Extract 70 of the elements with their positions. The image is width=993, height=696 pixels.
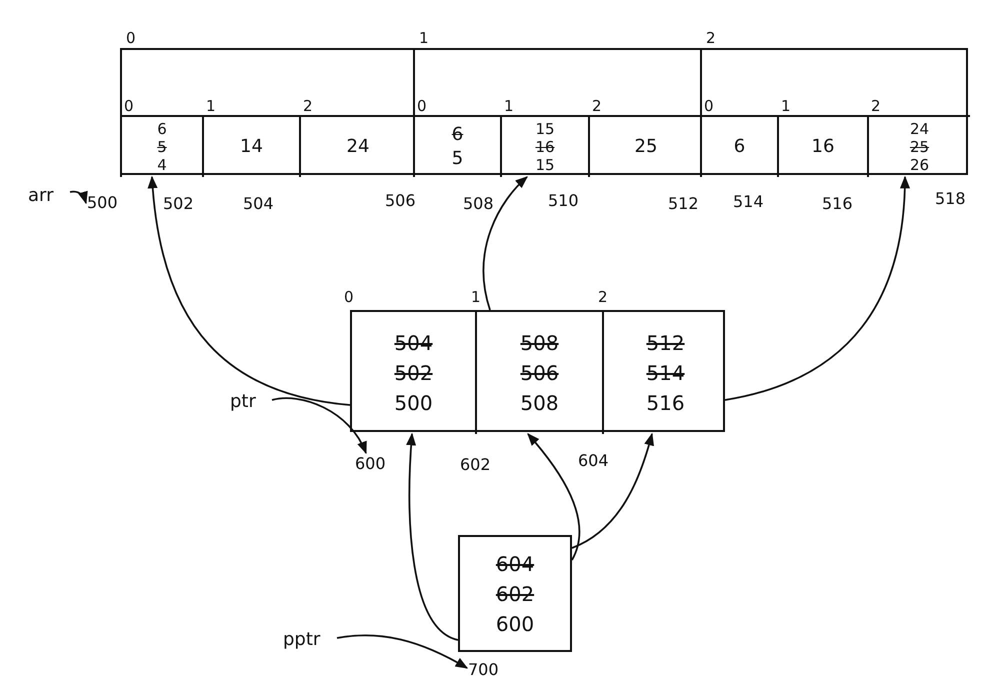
address-label: 510: [548, 192, 579, 210]
arrow: [406, 432, 458, 641]
arrow: [572, 432, 654, 549]
cell-value: 6: [157, 120, 167, 138]
cell-value: 25: [634, 135, 658, 159]
variable-name: ptr: [230, 390, 272, 414]
cell-value: 6: [452, 123, 464, 147]
arrow: [527, 433, 580, 560]
index-number: 0: [704, 97, 714, 115]
index-number: 0: [124, 97, 134, 115]
index-number: 1: [504, 97, 514, 115]
cell-value: 15: [535, 156, 555, 174]
arrow: [70, 190, 88, 204]
variable-name: pptr: [283, 628, 337, 652]
cell-value: 516: [646, 390, 685, 417]
cell-value: 5: [157, 138, 167, 156]
index-number: 2: [592, 97, 602, 115]
address-label: 512: [668, 195, 699, 213]
index-number: 2: [598, 288, 608, 306]
pointer-box: [458, 535, 572, 652]
cell-value: 5: [452, 147, 464, 171]
index-number: 1: [471, 288, 481, 306]
cell-value: 602: [496, 580, 534, 608]
cell-value: 508: [520, 330, 559, 357]
cell-value: 26: [910, 156, 930, 174]
index-number: 1: [781, 97, 791, 115]
address-label: 504: [243, 195, 274, 213]
index-number: 1: [419, 29, 429, 47]
address-label: 604: [578, 452, 609, 470]
index-number: 0: [126, 29, 136, 47]
cell-value: 502: [394, 360, 433, 387]
address-label: 514: [733, 193, 764, 211]
address-label: 516: [822, 195, 853, 213]
index-number: 0: [344, 288, 354, 306]
cell-value: 16: [535, 138, 555, 156]
address-label: 518: [935, 190, 966, 208]
index-number: 1: [206, 97, 216, 115]
address-label: 506: [385, 192, 416, 210]
address-label: 508: [463, 195, 494, 213]
address-label: 602: [460, 456, 491, 474]
cell-value: 514: [646, 360, 685, 387]
cell-value: 24: [346, 135, 370, 159]
cell-value: 508: [520, 390, 559, 417]
arrow: [482, 176, 528, 310]
cell-value: 24: [910, 120, 930, 138]
arrow: [272, 397, 367, 454]
address-label: 700: [468, 660, 506, 680]
address-label: 500: [87, 193, 125, 213]
address-label: 600: [355, 454, 393, 474]
index-number: 2: [706, 29, 716, 47]
cell-value: 506: [520, 360, 559, 387]
cell-value: 500: [394, 390, 433, 417]
cell-value: 604: [496, 550, 534, 578]
cell-value: 504: [394, 330, 433, 357]
arrow: [724, 176, 910, 401]
cell-value: 14: [240, 135, 263, 159]
arrow: [148, 176, 350, 406]
index-number: 2: [871, 97, 881, 115]
cell-value: 25: [910, 138, 930, 156]
index-number: 0: [417, 97, 427, 115]
arrow: [336, 634, 468, 669]
cell-value: 4: [157, 156, 167, 174]
cell-value: 512: [646, 330, 685, 357]
cell-value: 16: [812, 135, 834, 159]
cell-value: 15: [535, 120, 555, 138]
cell-value: 6: [734, 135, 746, 159]
cell-value: 600: [496, 610, 534, 638]
index-number: 2: [303, 97, 313, 115]
variable-name: arr: [28, 184, 70, 208]
address-label: 502: [163, 195, 194, 213]
